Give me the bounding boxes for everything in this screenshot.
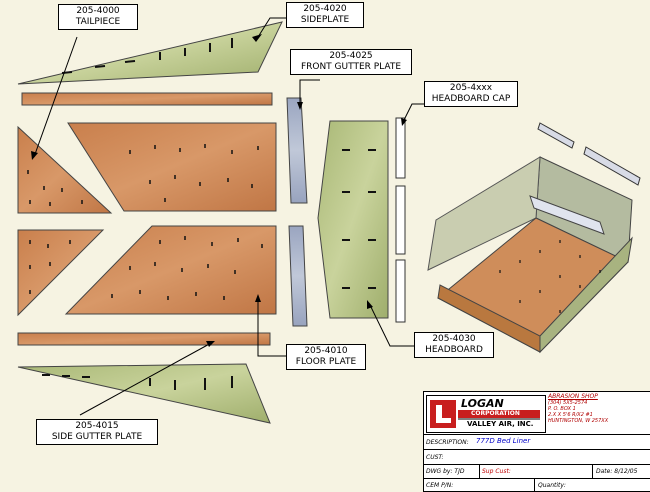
floor-plate-lower-holes — [111, 236, 263, 300]
cap-piece-1 — [537, 122, 575, 149]
floor-plate-part-number: 205-4010 — [304, 346, 348, 356]
logan-logo: LOGAN CORPORATION VALLEY AIR, INC. — [426, 395, 546, 433]
cap-piece-2 — [583, 146, 641, 186]
front-gutter-part-number: 205-4025 — [329, 51, 373, 61]
headboard-cap-part-number: 205-4xxx — [449, 83, 493, 93]
quantity-label: Quantity: — [538, 482, 566, 489]
tailpiece-part — [17, 125, 113, 214]
address-line-3: 2.X X 5'6 R/X2 #1 — [548, 412, 593, 418]
front-gutter-name: FRONT GUTTER PLATE — [300, 62, 402, 72]
bed-liner-assembly-3d — [427, 156, 633, 354]
side-gutter-name: SIDE GUTTER PLATE — [51, 432, 143, 442]
drawn-by: DWG by: TJD — [426, 468, 465, 475]
part-number-row: CEM P/N: Quantity: — [424, 478, 650, 491]
headboard-part — [317, 120, 389, 319]
address-line-2: P. O. BOX 1 — [548, 406, 576, 412]
floor-plate-name: FLOOR PLATE — [295, 357, 357, 367]
leader-arrowheads — [31, 34, 407, 347]
headboard-cap-name: HEADBOARD CAP — [431, 94, 511, 104]
tailpiece-lower-holes — [29, 240, 71, 294]
orange-strip-top — [21, 92, 273, 106]
side-gutter-part — [17, 363, 271, 424]
drawing-info-row: DWG by: TJD Sup Cust: Date: 8/12/05 — [424, 464, 650, 478]
headboard-cap-label: 205-4xxx HEADBOARD CAP — [424, 81, 518, 107]
drawing-date: Date: 8/12/05 — [596, 468, 638, 475]
tailpiece-holes — [27, 170, 83, 206]
headboard-part-number: 205-4030 — [432, 334, 476, 344]
headboard-cap-seg-1 — [395, 117, 406, 179]
leader-lines — [33, 17, 425, 416]
divider-2 — [592, 465, 593, 478]
cem-part-number: CEM P/N: — [426, 482, 454, 489]
title-block: LOGAN CORPORATION VALLEY AIR, INC. ABRAS… — [423, 391, 650, 492]
tailpiece-name: TAILPIECE — [75, 17, 121, 27]
tailpiece-part-number: 205-4000 — [76, 6, 120, 16]
description-value: 777D Bed Liner — [476, 437, 531, 445]
front-gutter-part-lower — [288, 225, 308, 327]
description-row: DESCRIPTION: 777D Bed Liner — [424, 434, 650, 449]
front-gutter-label: 205-4025 FRONT GUTTER PLATE — [290, 49, 412, 75]
tailpiece-label: 205-4000 TAILPIECE — [58, 4, 138, 30]
headboard-holes — [342, 149, 376, 289]
logo-subsidiary: VALLEY AIR, INC. — [467, 420, 534, 428]
side-gutter-holes — [42, 374, 233, 390]
headboard-name: HEADBOARD — [425, 345, 483, 355]
shop-address: ABRASION SHOP (304) 5X5-2574 P. O. BOX 1… — [548, 393, 648, 425]
tailpiece-lower — [17, 229, 105, 317]
headboard-cap-seg-2 — [395, 185, 406, 255]
sideplate-name: SIDEPLATE — [300, 15, 350, 25]
headboard-label: 205-4030 HEADBOARD — [414, 332, 494, 358]
floor-plate-upper — [67, 122, 277, 212]
orange-strip-bottom — [17, 332, 271, 346]
front-gutter-part-upper — [286, 97, 308, 204]
floor-plate-label: 205-4010 FLOOR PLATE — [286, 344, 366, 370]
divider-1 — [479, 465, 480, 478]
headboard-cap-seg-3 — [395, 259, 406, 323]
sideplate-part-number: 205-4020 — [303, 4, 347, 14]
logo-name: LOGAN — [461, 397, 504, 410]
support-customer: Sup Cust: — [482, 468, 511, 475]
address-line-1: (304) 5X5-2574 — [548, 400, 588, 406]
customer-label: CUST: — [426, 454, 444, 461]
side-gutter-part-number: 205-4015 — [75, 421, 119, 431]
sideplate-label: 205-4020 SIDEPLATE — [286, 2, 364, 28]
floor-plate-lower — [64, 225, 277, 315]
logo-mark-icon — [430, 400, 540, 428]
side-gutter-label: 205-4015 SIDE GUTTER PLATE — [36, 419, 158, 445]
description-label: DESCRIPTION: — [426, 439, 469, 446]
sideplate-part — [17, 21, 283, 85]
logo-corporation: CORPORATION — [471, 410, 520, 417]
floor-plate-upper-holes — [129, 144, 259, 202]
address-line-4: HUNTINGTON, W 257XX — [548, 418, 609, 424]
customer-row: CUST: — [424, 449, 650, 464]
divider-3 — [534, 479, 535, 491]
shop-name: ABRASION SHOP — [548, 393, 598, 400]
